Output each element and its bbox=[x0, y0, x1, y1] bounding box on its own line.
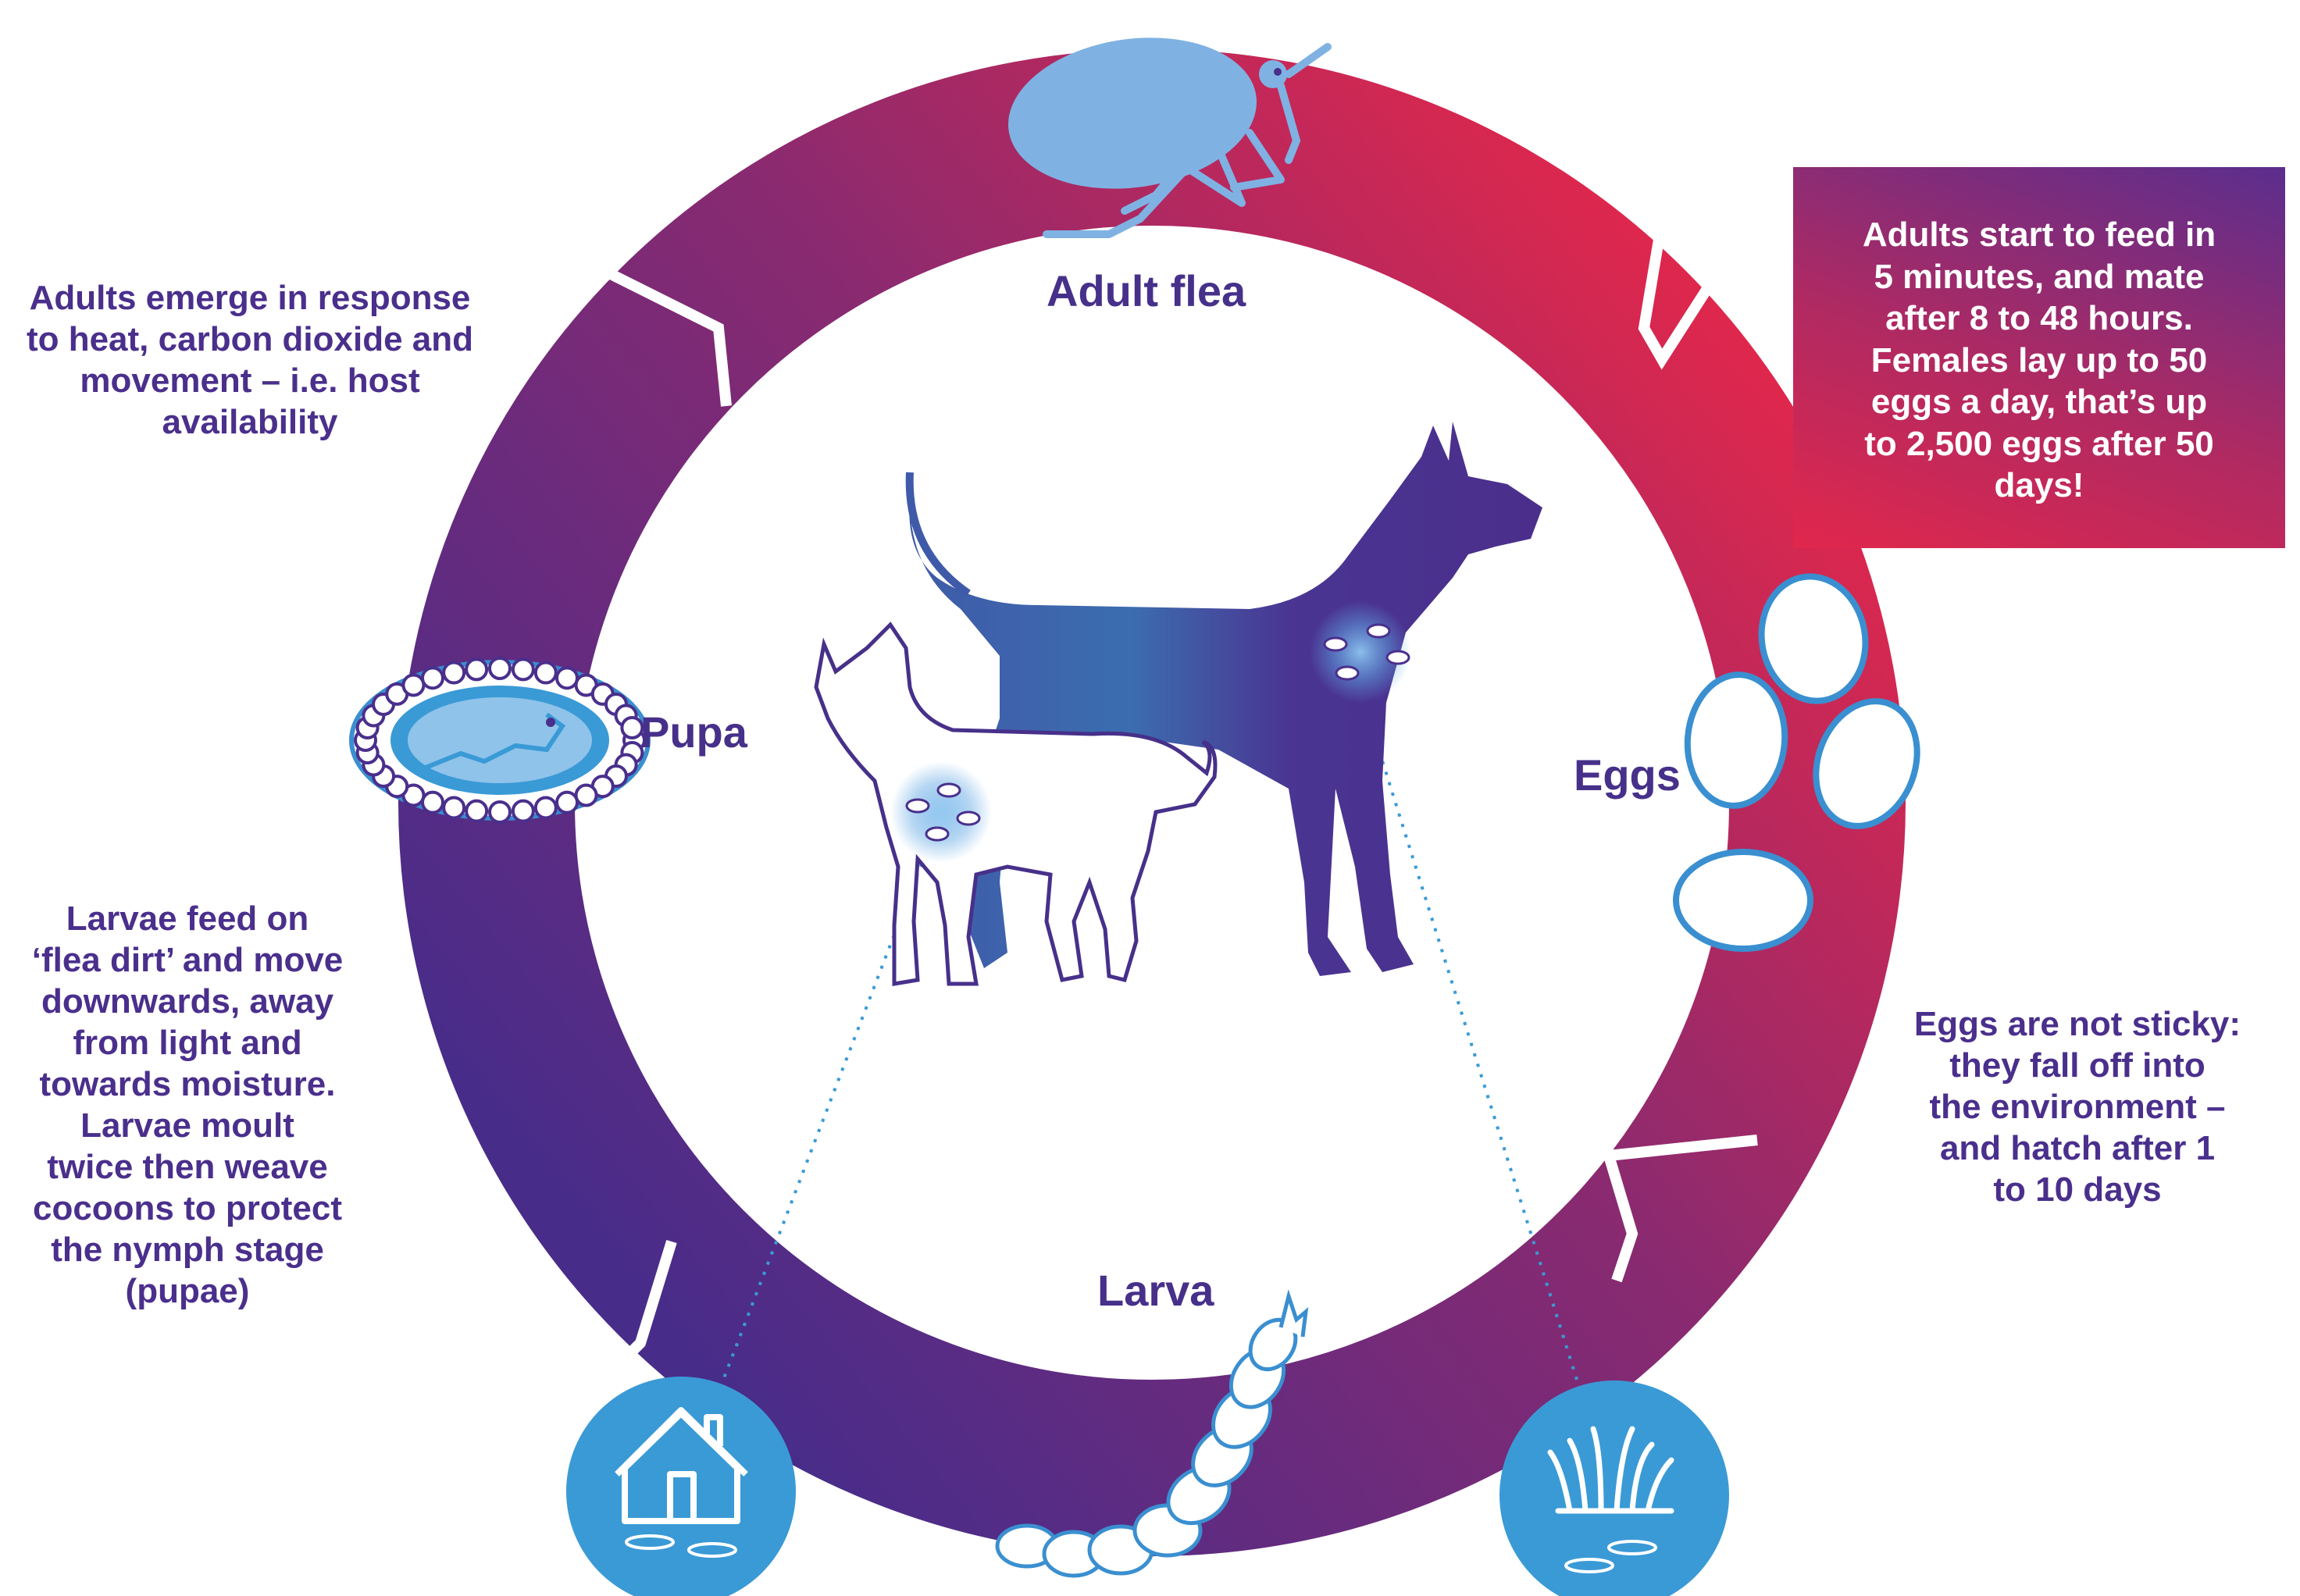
cocoon-bead bbox=[423, 668, 443, 688]
cocoon-bead bbox=[622, 718, 642, 738]
cocoon-bead bbox=[536, 663, 556, 683]
cocoon-bead bbox=[536, 797, 556, 818]
fleas-on-dog bbox=[1310, 601, 1411, 703]
cocoon-bead bbox=[490, 802, 510, 822]
note-larvae: Larvae feed on ‘flea dirt’ and move down… bbox=[0, 898, 375, 1312]
stage-label-pupa: Pupa bbox=[640, 707, 747, 757]
cocoon-bead bbox=[466, 801, 487, 821]
stage-label-larva: Larva bbox=[1097, 1265, 1214, 1316]
stage-label-eggs: Eggs bbox=[1574, 750, 1681, 800]
dog-silhouette bbox=[909, 422, 1542, 976]
cocoon-bead bbox=[557, 793, 577, 813]
cocoon-bead bbox=[557, 668, 577, 688]
cocoon-bead bbox=[403, 675, 423, 696]
cocoon-bead bbox=[444, 797, 464, 818]
pupa-cocoon-icon bbox=[351, 658, 648, 822]
indoor-habitat-icon bbox=[566, 1377, 796, 1596]
cocoon-bead bbox=[513, 659, 533, 679]
cocoon-bead bbox=[444, 663, 464, 683]
stage-label-adult: Adult flea bbox=[1047, 265, 1246, 316]
adult-feeding-callout: Adults start to feed in 5 minutes, and m… bbox=[1793, 167, 2285, 548]
note-adult-emerge: Adults emerge in response to heat, carbo… bbox=[0, 277, 500, 443]
note-eggs: Eggs are not sticky: they fall off into … bbox=[1890, 1003, 2265, 1210]
cocoon-bead bbox=[466, 659, 487, 679]
cocoon-bead bbox=[513, 801, 533, 821]
cocoon-bead bbox=[490, 658, 510, 679]
cocoon-bead bbox=[423, 793, 443, 813]
cocoon-bead bbox=[576, 785, 597, 805]
callout-text: Adults start to feed in 5 minutes, and m… bbox=[1793, 214, 2285, 507]
fleas-on-cat bbox=[890, 761, 992, 863]
